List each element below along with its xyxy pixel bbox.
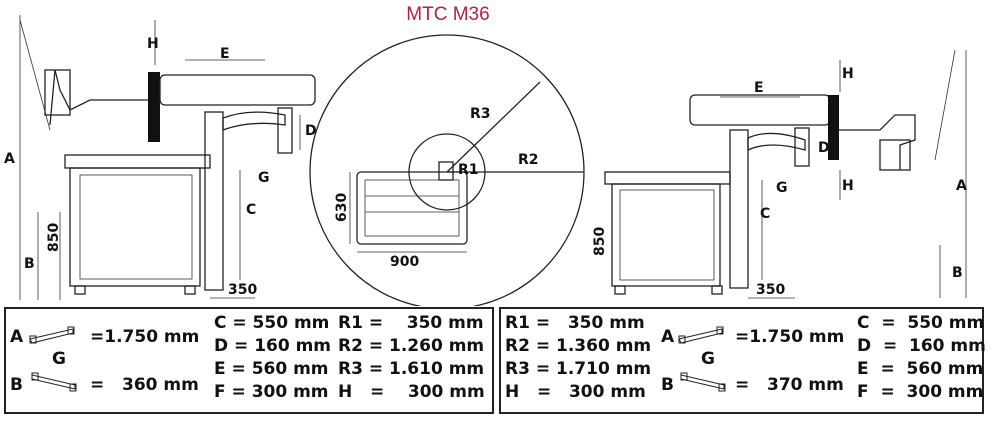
spec-A-label: A (10, 327, 24, 347)
label-A: A (4, 151, 15, 167)
arm-B-icon (31, 372, 77, 392)
column (729, 129, 749, 289)
label-H-bottom: H (842, 178, 854, 194)
label-B: B (952, 265, 963, 281)
spec-D: D = 160 mm (857, 336, 986, 356)
cabinet (69, 167, 201, 287)
label-R3: R3 (470, 106, 491, 122)
technical-drawing: MTC M36 A B C D E G H 850 350 (4, 4, 967, 306)
radius-R3-line (446, 81, 541, 173)
reach-circle-R3 (309, 34, 585, 306)
spec-H: H = 300 mm (338, 382, 485, 402)
label-C: C (760, 206, 770, 222)
dim-900: 900 (390, 254, 419, 270)
top-view: R3 R1 R2 630 900 (309, 34, 585, 306)
label-H-top: H (842, 66, 854, 82)
right-spec-table: R1 = 350 mm R2 = 1.360 mm R3 = 1.710 mm … (499, 307, 986, 414)
label-R1: R1 (458, 162, 479, 178)
spec-A-label: A (661, 327, 675, 347)
arm-A-icon (678, 326, 724, 344)
label-E: E (754, 80, 764, 96)
arm-A-icon (29, 326, 75, 344)
spec-E: E = 560 mm (857, 359, 984, 379)
spec-R3: R3 = 1.710 mm (505, 359, 652, 379)
left-side-view: A B C D E G H 850 350 (4, 15, 317, 300)
left-spec-table: A =1.750 mm G B = 360 mm C = 550 mm D = … (4, 307, 494, 414)
dim-850: 850 (46, 223, 62, 252)
spec-G-label: G (701, 349, 715, 369)
spec-E: E = 560 mm (214, 359, 329, 379)
tool-head-plate (148, 72, 160, 142)
label-G: G (258, 170, 270, 186)
arm (747, 132, 806, 152)
label-B: B (24, 256, 35, 272)
spec-R1: R1 = 350 mm (338, 313, 484, 333)
column (204, 111, 224, 291)
cabinet-top-view (356, 171, 468, 245)
spec-R3: R3 = 1.610 mm (338, 359, 485, 379)
cabinet-top (604, 171, 731, 185)
dim-350: 350 (756, 282, 785, 298)
dim-630: 630 (334, 193, 350, 222)
label-D: D (818, 140, 830, 156)
spec-B-label: B (10, 375, 23, 395)
spec-B-label: B (661, 375, 674, 395)
label-E: E (220, 46, 230, 62)
spec-F: F = 300 mm (214, 382, 329, 402)
work-table (159, 74, 316, 106)
spec-R1: R1 = 350 mm (505, 313, 645, 333)
dim-850: 850 (592, 227, 608, 256)
label-G: G (776, 180, 788, 196)
right-side-view: E H D H G C A B 850 350 (592, 49, 967, 299)
label-D: D (305, 123, 317, 139)
label-H: H (147, 36, 159, 52)
tool-head-plate (828, 95, 839, 160)
spec-A-value: =1.750 mm (735, 327, 845, 347)
work-table (689, 94, 831, 126)
cabinet-top (64, 154, 211, 169)
spec-G-label: G (52, 349, 66, 369)
label-R2: R2 (518, 152, 539, 168)
spec-H: H = 300 mm (505, 382, 646, 402)
spec-D: D = 160 mm (214, 336, 332, 356)
spec-R2: R2 = 1.360 mm (505, 336, 652, 356)
dim-350: 350 (228, 282, 257, 298)
label-C: C (246, 202, 256, 218)
spec-B-value: = 360 mm (90, 375, 199, 395)
spec-F: F = 300 mm (857, 382, 984, 402)
label-A: A (956, 178, 967, 194)
spec-R2: R2 = 1.260 mm (338, 336, 485, 356)
spec-B-value: = 370 mm (735, 375, 844, 395)
arm (222, 111, 286, 131)
diagram-title: MTC M36 (406, 4, 489, 25)
arm-B-icon (680, 372, 726, 392)
cabinet (611, 183, 721, 287)
spec-C: C = 550 mm (214, 313, 330, 333)
spec-C: C = 550 mm (857, 313, 985, 333)
spec-A-value: =1.750 mm (90, 327, 200, 347)
